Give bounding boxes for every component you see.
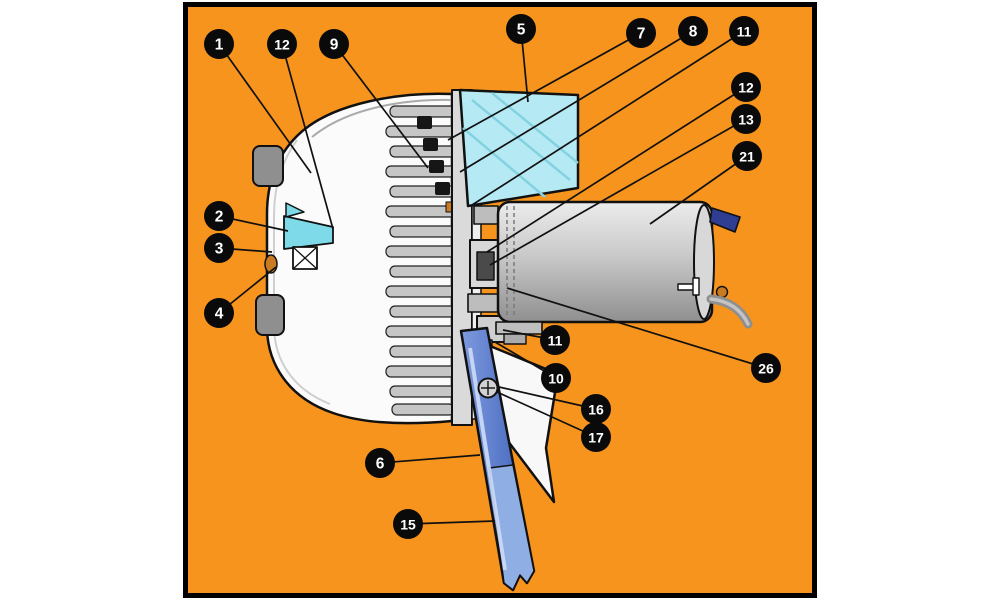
callout-3-11: 3 [204, 233, 234, 263]
valve-box-x2 [292, 246, 318, 270]
callout-12-7: 12 [731, 72, 761, 102]
callout-circle [751, 353, 781, 383]
callout-circle [540, 325, 570, 355]
callout-number: 4 [215, 306, 224, 323]
callout-6-18: 6 [365, 448, 395, 478]
callout-circle [506, 14, 536, 44]
callout-21-9: 21 [732, 141, 762, 171]
left-knob-lower [255, 294, 285, 336]
leader-line-21-9 [649, 155, 748, 225]
flywheel-bolts [417, 116, 450, 195]
leader-line-11-6 [471, 30, 745, 206]
callout-circle [365, 448, 395, 478]
leader-line-12-1 [281, 43, 334, 230]
callout-circle [732, 141, 762, 171]
blue-clip [709, 207, 741, 233]
callout-circle [393, 509, 423, 539]
callout-8-5: 8 [678, 16, 708, 46]
callout-number: 15 [400, 517, 416, 533]
callout-number: 2 [215, 209, 224, 226]
callout-number: 11 [548, 333, 563, 349]
callout-15-19: 15 [393, 509, 423, 539]
muffler-cylinder [496, 200, 714, 324]
leader-line-8-5 [459, 30, 694, 173]
callout-10-14: 10 [541, 363, 571, 393]
callout-4-12: 4 [204, 298, 234, 328]
callout-number: 8 [689, 24, 698, 41]
machine-illustration [252, 88, 753, 592]
muffler-foot-step [503, 333, 527, 345]
tank-shine-1 [471, 99, 571, 181]
callout-2-10: 2 [204, 201, 234, 231]
callout-13-8: 13 [731, 104, 761, 134]
callout-circle [731, 104, 761, 134]
callout-16-16: 16 [581, 394, 611, 424]
callout-1-0: 1 [204, 29, 234, 59]
callout-circle [678, 16, 708, 46]
callout-circle [204, 29, 234, 59]
callout-5-3: 5 [506, 14, 536, 44]
callout-number: 21 [739, 149, 755, 165]
callout-number: 17 [588, 430, 604, 446]
callout-number: 12 [274, 37, 290, 53]
callout-11-6: 11 [729, 16, 759, 46]
callout-number: 5 [517, 22, 526, 39]
callout-11-13: 11 [540, 325, 570, 355]
callout-circle [204, 233, 234, 263]
leader-line-6-18 [379, 454, 481, 464]
callout-12-1: 12 [267, 29, 297, 59]
callout-number: 13 [738, 112, 754, 128]
callout-circle [267, 29, 297, 59]
tank-shine-3 [491, 92, 579, 164]
tank-shine-2 [462, 127, 546, 198]
callout-circle [731, 72, 761, 102]
callout-circle [319, 29, 349, 59]
callout-number: 7 [637, 26, 646, 43]
carb-core [476, 251, 495, 281]
callout-circle [541, 363, 571, 393]
callout-number: 9 [330, 37, 339, 54]
callout-9-2: 9 [319, 29, 349, 59]
end-screw-bar [677, 283, 695, 291]
housing-seam-top [311, 98, 453, 138]
callout-circle [581, 422, 611, 452]
end-screw-head [692, 277, 700, 296]
leader-line-17-17 [496, 391, 597, 438]
muffler-foot [495, 321, 543, 335]
callout-labels: 1 12 9 5 7 8 11 12 13 21 2 3 4 11 10 26 16 17 6 15 [204, 14, 781, 539]
callout-circle [729, 16, 759, 46]
callout-number: 16 [588, 402, 604, 418]
leader-line-1-0 [218, 43, 312, 174]
callout-number: 3 [215, 241, 224, 258]
callout-number: 1 [215, 37, 224, 54]
callout-number: 10 [548, 371, 564, 387]
callout-17-17: 17 [581, 422, 611, 452]
tube-highlight [468, 347, 507, 571]
callout-7-4: 7 [626, 18, 656, 48]
callout-circle [581, 394, 611, 424]
leader-line-9-2 [333, 43, 429, 169]
leader-line-7-4 [447, 32, 642, 141]
leader-line-26-15 [506, 287, 767, 369]
callout-number: 12 [738, 80, 754, 96]
intake-fin [285, 202, 305, 218]
intake-duct [283, 215, 334, 250]
leader-line-12-7 [486, 86, 747, 253]
callout-number: 26 [758, 361, 774, 377]
leader-line-13-8 [489, 118, 747, 266]
left-knob-upper [252, 145, 284, 187]
callout-26-15: 26 [751, 353, 781, 383]
callout-number: 11 [737, 24, 752, 40]
callout-circle [204, 201, 234, 231]
leader-line-16-16 [498, 386, 597, 410]
callout-circle [204, 298, 234, 328]
drive-shaft-tube-lower [488, 464, 535, 591]
leader-lines [218, 28, 767, 525]
callout-circle [626, 18, 656, 48]
callout-number: 6 [376, 456, 385, 473]
exhaust-pipe-shine [709, 297, 750, 326]
